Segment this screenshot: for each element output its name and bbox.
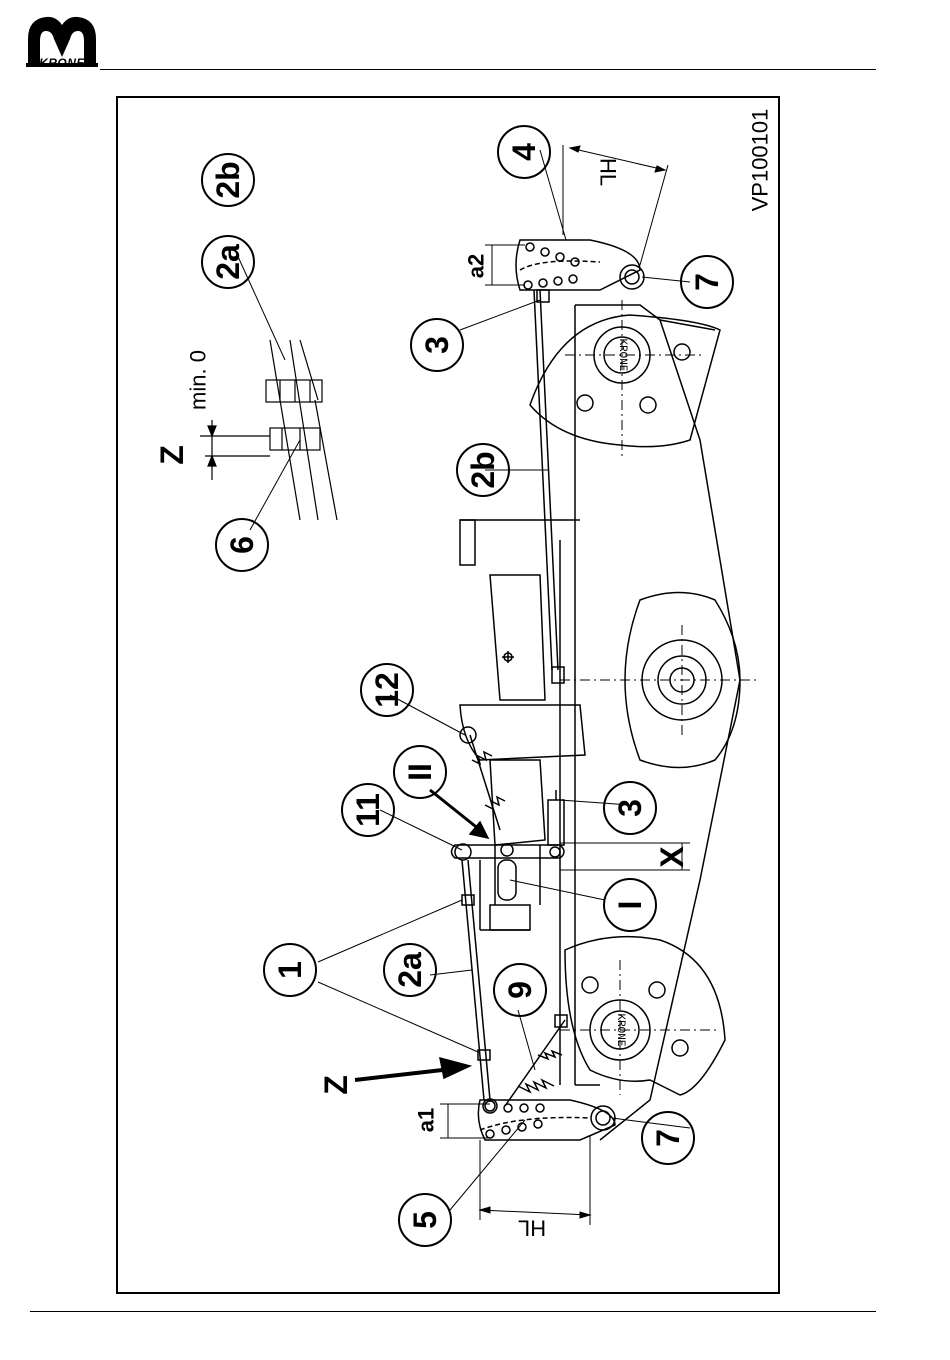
spring-12 — [470, 735, 505, 830]
dim-hl-bottom — [480, 1135, 590, 1225]
spring-9 — [505, 1015, 567, 1106]
dim-a2-label: a2 — [464, 254, 489, 278]
hub-bottom-brand: KRONE — [614, 1013, 626, 1046]
callout-7-bottom: 7 — [650, 1129, 686, 1147]
slotted-lever — [452, 790, 565, 900]
callout-3-top: 3 — [419, 336, 455, 354]
callout-6: 6 — [224, 536, 260, 554]
callout-2a: 2a — [392, 952, 428, 988]
hub-top — [530, 300, 720, 460]
drawing-ref: VP100101 — [748, 109, 773, 212]
dim-x-label: X — [654, 846, 690, 868]
callout-3-mid: 3 — [612, 799, 648, 817]
z-view-arrow — [355, 1058, 470, 1080]
callout-circles — [202, 126, 733, 1246]
min-label: min. 0 — [186, 350, 211, 410]
main-frame — [560, 305, 740, 1140]
detail-z-label: Z — [154, 445, 190, 465]
callout-2b: 2b — [465, 451, 501, 488]
callout-2a-detail: 2a — [210, 244, 246, 280]
dim-hl-top-label: HL — [596, 158, 621, 186]
dim-a2 — [485, 245, 525, 285]
detail-z — [200, 340, 337, 520]
callout-5: 5 — [407, 1211, 443, 1229]
rod-2a — [455, 844, 497, 1113]
callout-4: 4 — [506, 143, 542, 161]
callout-9: 9 — [502, 981, 538, 999]
view-z-label: Z — [318, 1075, 354, 1095]
callout-2b-detail: 2b — [210, 161, 246, 198]
callout-I: I — [612, 901, 648, 910]
dim-a1-label: a1 — [414, 1108, 439, 1132]
hub-bottom — [560, 937, 725, 1095]
arrow-II — [430, 790, 488, 838]
callout-7-top: 7 — [689, 273, 725, 291]
lever-bottom — [478, 1100, 615, 1140]
callout-12: 12 — [369, 672, 405, 708]
callout-11: 11 — [350, 793, 386, 827]
callout-II: II — [402, 763, 438, 781]
hub-top-brand: KRONE — [616, 338, 628, 371]
gearbox — [460, 520, 585, 930]
dim-hl-bottom-label: HL — [518, 1216, 546, 1241]
callout-1: 1 — [272, 961, 308, 979]
